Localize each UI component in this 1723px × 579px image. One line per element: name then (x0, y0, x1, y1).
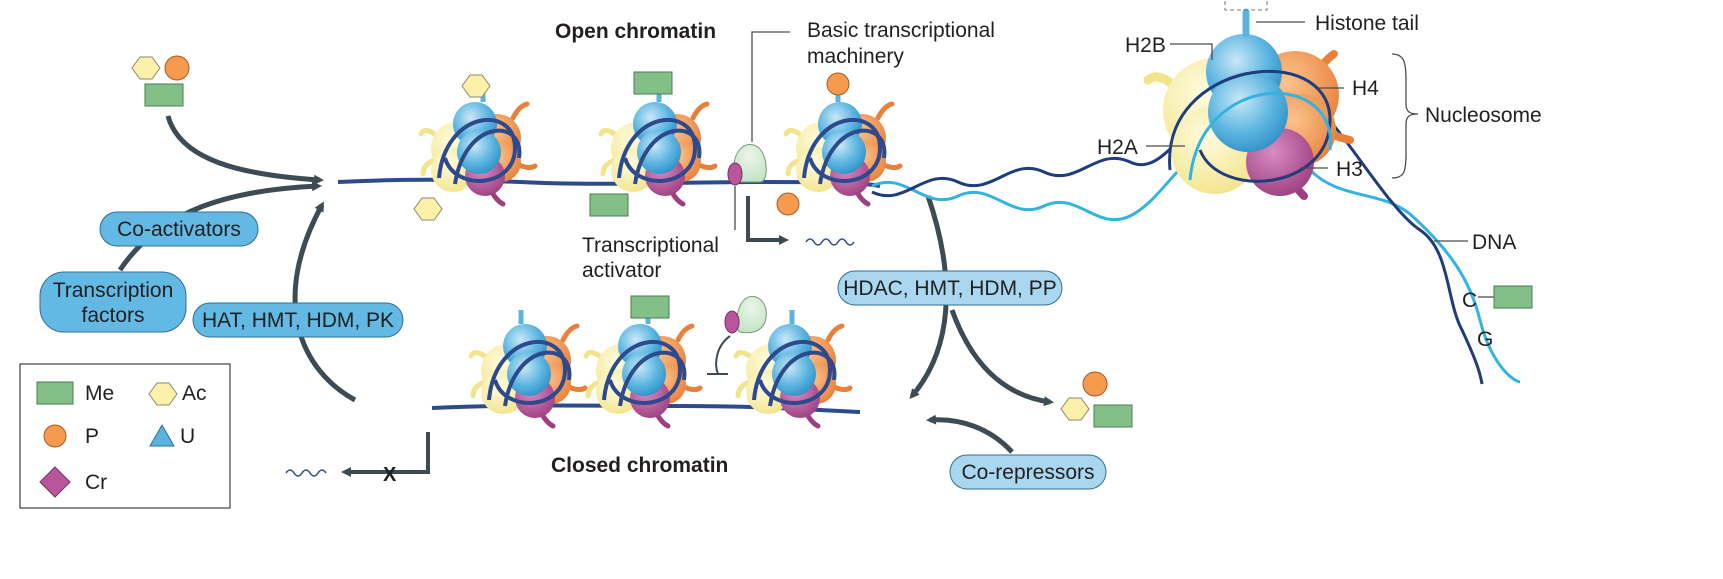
methyl-rectangle (1493, 285, 1533, 309)
coactivator-inflow-arrow (117, 181, 322, 272)
detached-machinery-shape (736, 295, 767, 334)
machinery-label: machinery (807, 45, 904, 68)
open-nucleosome-2 (601, 82, 715, 204)
writers-open-label: HAT, HMT, HDM, PK (202, 309, 394, 332)
rna-wave-icon (285, 469, 327, 477)
base-g-label: G (1477, 328, 1493, 351)
base-c-label: C (1462, 289, 1477, 312)
closed-chromatin-heading: Closed chromatin (551, 454, 728, 477)
open-nucleosome-3 (786, 86, 900, 204)
legend-u-label: U (180, 425, 195, 448)
transcription-factors-pill: Transcription factors (39, 271, 187, 333)
phospho-circle (164, 55, 190, 81)
acetyl-hexagon (1060, 397, 1090, 421)
methyl-rectangle (633, 71, 673, 95)
nucleosome-label: Nucleosome (1425, 104, 1542, 127)
legend-cr-label: Cr (85, 471, 107, 494)
h3-label: H3 (1336, 158, 1363, 181)
legend-me-label: Me (85, 382, 114, 405)
corepressors-pill: Co-repressors (949, 454, 1107, 490)
phospho-circle (826, 72, 850, 96)
coactivators-label: Co-activators (117, 218, 241, 241)
open-dna-strand (337, 177, 881, 188)
legend-u-swatch (149, 423, 175, 447)
acetyl-hexagon (413, 197, 443, 221)
methyl-rectangle (630, 295, 670, 319)
legend-me-swatch (36, 381, 74, 405)
transcription-factors-label: factors (81, 304, 144, 327)
phospho-circle (1082, 371, 1108, 397)
legend-ac-label: Ac (182, 382, 207, 405)
legend: Me Ac P U Cr (19, 363, 231, 509)
methyl-rectangle (144, 83, 184, 107)
closed-nucleosome-3 (736, 310, 850, 426)
activator-label: Transcriptional (582, 234, 719, 257)
legend-p-label: P (85, 425, 99, 448)
histone-tail-label: Histone tail (1315, 12, 1419, 35)
marks-inflow-arrow (165, 115, 324, 185)
closed-nucleosome-2 (586, 310, 700, 426)
legend-p-swatch (43, 424, 67, 448)
legend-cr-swatch (39, 466, 71, 498)
methyl-rectangle (1093, 404, 1133, 428)
open-chromatin-heading: Open chromatin (555, 20, 716, 43)
marks-outflow-arrow (949, 309, 1054, 407)
corepressor-inflow-arrow (926, 414, 1014, 454)
writers-close-pill: HDAC, HMT, HDM, PP (837, 270, 1063, 306)
phospho-circle (776, 192, 800, 216)
h2a-label: H2A (1097, 136, 1138, 159)
activator-shape (727, 162, 743, 186)
legend-ac-swatch (148, 382, 178, 406)
blocked-transcription-arrow (341, 432, 430, 477)
h4-label: H4 (1352, 77, 1379, 100)
h2b-leader (1170, 43, 1213, 60)
transcription-arrow (746, 196, 789, 245)
acetyl-hexagon (131, 56, 161, 80)
machinery-label: Basic transcriptional (807, 19, 995, 42)
nucleosome-brace (1391, 53, 1419, 179)
corepressors-label: Co-repressors (961, 461, 1094, 484)
blocked-mark: X (383, 464, 397, 486)
activator-label: activator (582, 259, 661, 282)
writers-open-pill: HAT, HMT, HDM, PK (192, 302, 404, 338)
detached-activator-shape (724, 310, 740, 334)
open-nucleosome-1 (421, 82, 535, 204)
methyl-rectangle (589, 193, 629, 217)
coactivators-pill: Co-activators (99, 211, 259, 247)
repression-bar (707, 335, 731, 375)
h2b-label: H2B (1125, 34, 1166, 57)
dna-label: DNA (1472, 231, 1516, 254)
closed-nucleosome-1 (471, 310, 585, 426)
machinery-leader (751, 31, 790, 142)
detailed-nucleosome (1143, 8, 1354, 200)
rna-wave-icon (805, 238, 855, 246)
histone-tail-box (1224, 0, 1268, 11)
writers-close-label: HDAC, HMT, HDM, PP (843, 277, 1057, 300)
acetyl-hexagon (461, 74, 491, 98)
transcription-factors-label: Transcription (53, 279, 174, 302)
